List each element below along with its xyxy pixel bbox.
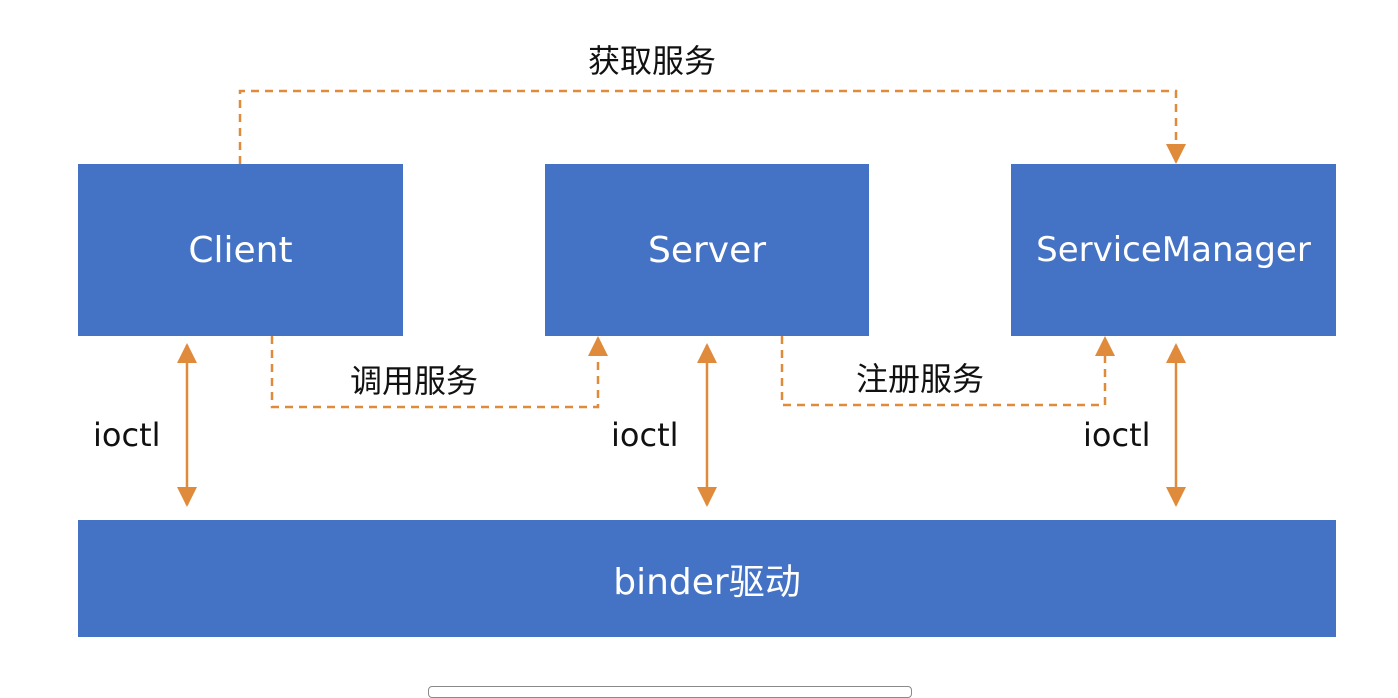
ioctl-server-label: ioctl [611,416,679,454]
service-manager-box: ServiceManager [1011,164,1336,336]
client-label: Client [188,229,293,271]
ioctl-service-manager-label: ioctl [1083,416,1151,454]
binder-driver-label: binder驱动 [613,561,801,603]
service-manager-label: ServiceManager [1036,230,1311,270]
get-service-arrow [238,89,1186,164]
bottom-toolbar-edge [428,686,912,698]
binder-driver-box: binder驱动 [78,520,1336,637]
call-service-label: 调用服务 [350,362,479,400]
client-box: Client [78,164,403,336]
register-service-label: 注册服务 [856,360,985,398]
server-box: Server [545,164,869,336]
call-service-arrow [270,336,608,409]
get-service-label: 获取服务 [588,42,717,80]
register-service-arrow [780,336,1115,407]
ioctl-client-label: ioctl [93,416,161,454]
server-label: Server [647,229,767,271]
